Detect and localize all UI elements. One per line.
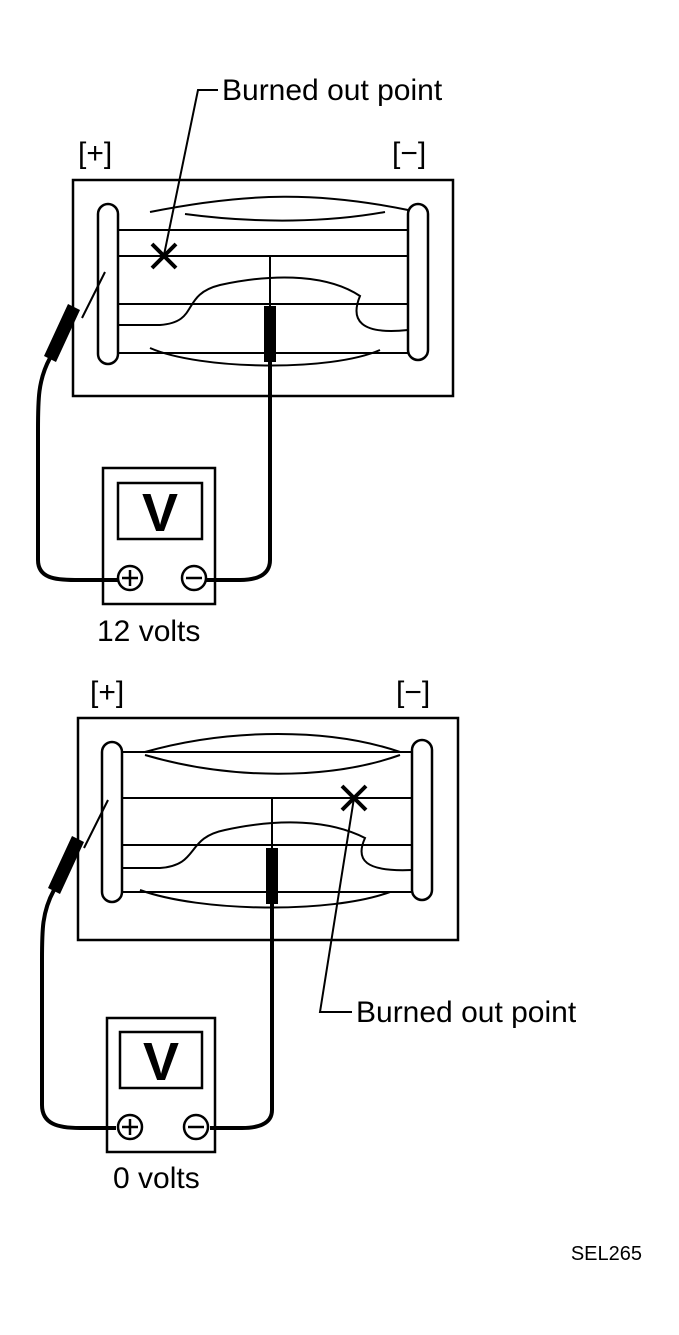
burned-leader-top [163,89,218,256]
reading-top: 12 volts [97,615,200,648]
lead-negative-top [206,362,272,582]
voltmeter-top: V [101,466,217,606]
reading-bottom: 0 volts [113,1162,200,1195]
minus-terminal-top [180,564,208,592]
bus-bar-negative-bottom [410,738,434,902]
bus-bar-positive-bottom [100,740,124,904]
bus-bar-positive-top [96,202,120,366]
heater-grid-top [118,195,409,367]
plus-terminal-bottom [116,1113,144,1141]
lead-positive-top [36,357,118,582]
burned-point-marker-top [150,242,178,270]
positive-label-top: [+] [78,137,112,170]
positive-label-bottom: [+] [90,676,124,709]
probe-positive-bottom [48,799,109,894]
burned-label-bottom: Burned out point [356,996,577,1029]
minus-terminal-bottom [182,1113,210,1141]
panel-top: Burned out point [+] [−] V 12 volts [36,74,455,648]
probe-negative-top [264,256,276,362]
voltmeter-bottom: V [105,1016,217,1154]
plus-terminal-top [116,564,144,592]
lead-positive-bottom [40,889,116,1130]
probe-positive-top [44,271,106,362]
glass-frame-top [71,178,455,398]
panel-bottom: Burned out point [+] [−] V 0 volts [40,676,577,1195]
figure-code: SEL265 [571,1243,642,1265]
negative-label-bottom: [−] [396,676,430,709]
burned-label-top: Burned out point [222,74,443,107]
glass-frame-bottom [76,716,460,942]
lead-negative-bottom [210,904,274,1130]
probe-negative-bottom [266,798,278,904]
meter-symbol-bottom: V [143,1032,179,1092]
meter-symbol-top: V [142,483,178,543]
burned-leader-bottom [318,797,355,1013]
negative-label-top: [−] [392,137,426,170]
bus-bar-negative-top [406,202,430,362]
